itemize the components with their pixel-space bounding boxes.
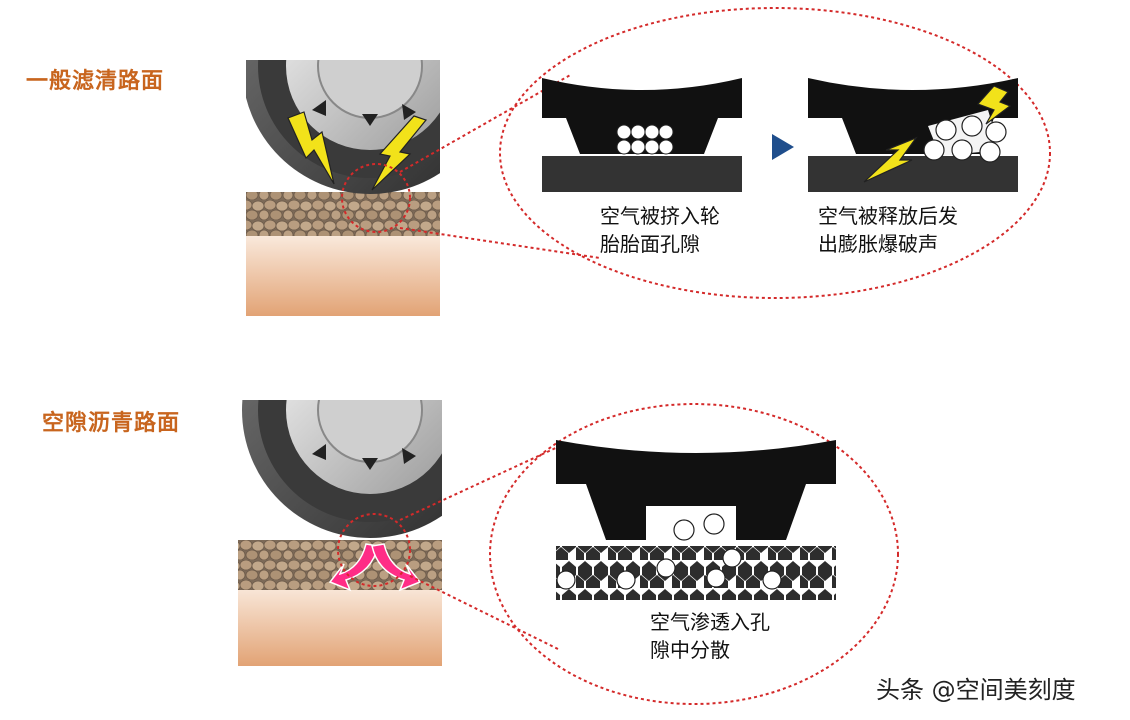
section2-zoom-ellipse	[489, 403, 899, 705]
section2-connector-bottom	[409, 575, 561, 651]
section1-zoom-ellipse	[499, 7, 1051, 299]
section2-soil	[238, 580, 442, 666]
compressed-air-bubbles	[616, 124, 674, 155]
lightning-icon	[976, 85, 1012, 125]
lightning-icon	[287, 111, 335, 185]
watermark: 头条 @空间美刻度	[876, 676, 1076, 704]
section2-road-illustration	[238, 400, 442, 666]
section1-title: 一般滤清路面	[26, 69, 165, 94]
section1-panel-compressed	[542, 78, 742, 192]
lightning-icon	[371, 115, 428, 191]
caption-porous: 空气渗透入孔 隙中分散	[650, 610, 770, 662]
pink-arrow-left-icon	[328, 543, 379, 592]
caption-compressed: 空气被挤入轮 胎胎面孔隙	[600, 204, 720, 256]
section1-connector-bottom	[399, 227, 601, 259]
caption-released: 空气被释放后发 出膨胀爆破声	[818, 204, 958, 256]
section2-wheel	[242, 400, 442, 538]
section2-focus-circle	[337, 513, 411, 587]
arrow-right-icon	[772, 134, 794, 160]
section1-focus-circle	[341, 163, 411, 233]
section1-panel-released	[808, 78, 1018, 192]
porous-air-bubbles	[556, 513, 782, 590]
lightning-icon	[863, 136, 918, 183]
pink-arrow-right-icon	[371, 543, 422, 592]
section2-title: 空隙沥青路面	[42, 411, 181, 436]
released-air-bubbles	[923, 115, 1007, 163]
section2-panel-porous	[556, 440, 836, 600]
section1-soil	[246, 230, 440, 316]
section1-wheel	[246, 60, 440, 194]
section1-road-illustration	[246, 60, 440, 316]
section2-connector-top	[399, 445, 561, 521]
